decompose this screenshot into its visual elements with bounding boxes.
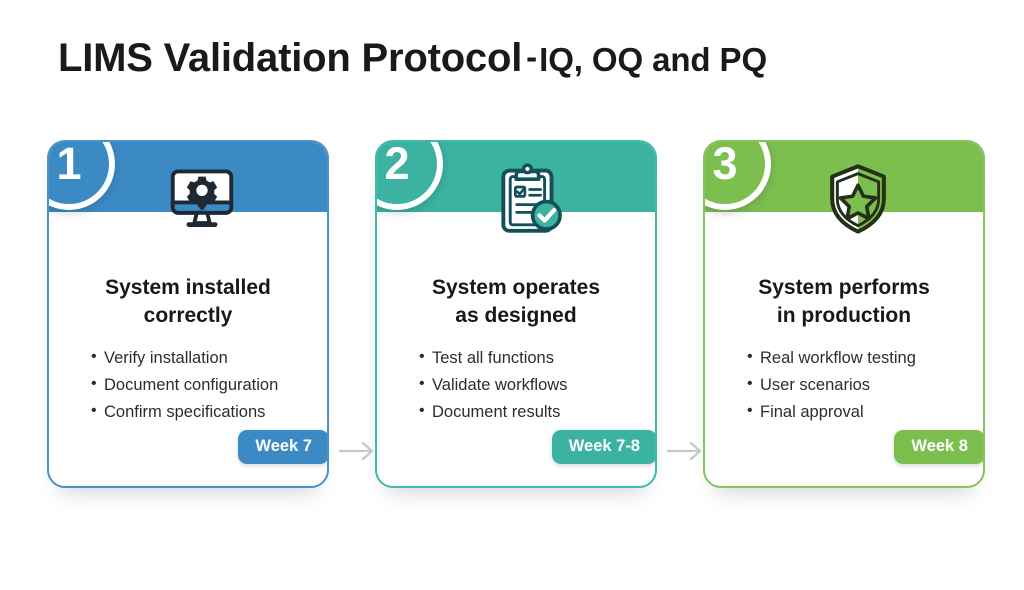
page-title-main: LIMS Validation Protocol bbox=[58, 36, 523, 80]
list-item: Confirm specifications bbox=[91, 398, 311, 426]
step-card-1[interactable]: 1 System installed correctly Verify inst… bbox=[47, 140, 329, 488]
step-title-2: System operates as designed bbox=[431, 276, 601, 327]
arrow-step1-step2-icon bbox=[338, 438, 380, 464]
step-title-3: System performs in production bbox=[758, 276, 930, 327]
step-number-1: 1 bbox=[56, 140, 82, 189]
steps-container: 1 System installed correctly Verify inst… bbox=[0, 140, 1024, 500]
week-badge-3: Week 8 bbox=[894, 430, 983, 464]
step-number-3: 3 bbox=[712, 140, 738, 189]
list-item: Real workflow testing bbox=[747, 344, 967, 372]
list-item: Verify installation bbox=[91, 344, 311, 372]
step-card-1-body: System installed correctly Verify instal… bbox=[49, 212, 327, 486]
step-card-3[interactable]: 3 System performs in production Real wor… bbox=[703, 140, 985, 488]
week-badge-2: Week 7-8 bbox=[551, 430, 655, 464]
step-number-2: 2 bbox=[384, 140, 410, 189]
list-item: Final approval bbox=[747, 398, 967, 426]
step-number-badge-2: 2 bbox=[377, 140, 443, 210]
page-title-subtitle: IQ, OQ and PQ bbox=[539, 41, 768, 78]
step-bullets-2: Test all functions Validate workflows Do… bbox=[393, 344, 639, 426]
step-bullets-1: Verify installation Document configurati… bbox=[65, 344, 311, 426]
step-card-2-body: System operates as designed Test all fun… bbox=[377, 212, 655, 486]
list-item: Document results bbox=[419, 398, 639, 426]
list-item: Validate workflows bbox=[419, 371, 639, 399]
arrow-step2-step3-icon bbox=[666, 438, 708, 464]
page-title-dash: - bbox=[526, 38, 538, 75]
list-item: User scenarios bbox=[747, 371, 967, 399]
list-item: Test all functions bbox=[419, 344, 639, 372]
step-number-badge-1: 1 bbox=[49, 140, 115, 210]
clipboard-check-icon bbox=[487, 156, 573, 242]
page-title: LIMS Validation Protocol-IQ, OQ and PQ bbox=[58, 36, 767, 81]
shield-star-icon bbox=[815, 156, 901, 242]
step-card-3-body: System performs in production Real workf… bbox=[705, 212, 983, 486]
step-card-2[interactable]: 2 System operates as designed Test all f… bbox=[375, 140, 657, 488]
week-badge-1: Week 7 bbox=[238, 430, 327, 464]
step-bullets-3: Real workflow testing User scenarios Fin… bbox=[721, 344, 967, 426]
step-title-1: System installed correctly bbox=[105, 276, 271, 327]
monitor-gear-icon bbox=[159, 156, 245, 242]
list-item: Document configuration bbox=[91, 371, 311, 399]
